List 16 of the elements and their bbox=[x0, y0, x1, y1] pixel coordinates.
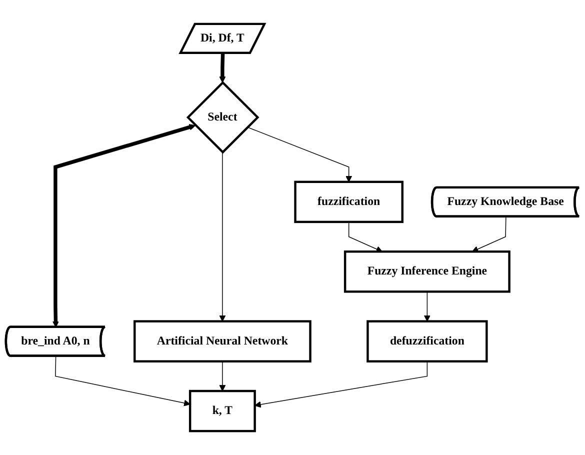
arrow bbox=[472, 216, 506, 252]
arrow bbox=[219, 360, 226, 392]
arrow bbox=[254, 360, 428, 408]
arrow bbox=[219, 53, 226, 83]
node-box: k, T bbox=[188, 390, 256, 432]
arrow bbox=[424, 291, 430, 322]
arrow bbox=[55, 356, 190, 406]
arrow bbox=[219, 152, 226, 322]
node-box: fuzzification bbox=[294, 180, 404, 224]
node-box: defuzzification bbox=[366, 320, 488, 362]
arrow bbox=[348, 222, 382, 252]
node-box: Artificial Neural Network bbox=[134, 320, 312, 362]
node-box: Fuzzy Inference Engine bbox=[344, 250, 510, 293]
arrow bbox=[247, 126, 352, 182]
node-diamond: Select bbox=[186, 80, 260, 154]
arrow bbox=[52, 124, 196, 328]
